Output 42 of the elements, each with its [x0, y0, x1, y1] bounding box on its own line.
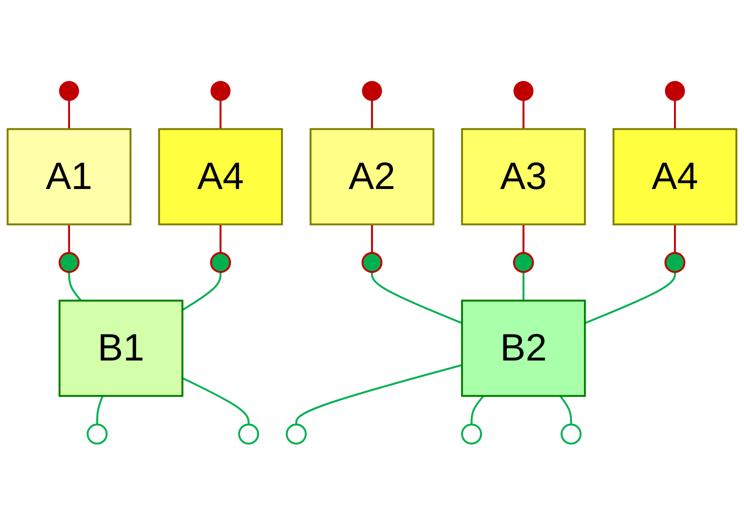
- connector: [182, 377, 250, 424]
- connector: [68, 100, 70, 130]
- node-circle: [210, 252, 232, 273]
- connector: [371, 100, 373, 130]
- connector: [295, 364, 462, 424]
- node-box: [461, 128, 586, 226]
- node-box: [310, 128, 434, 226]
- connector: [470, 395, 484, 424]
- node-box: [461, 300, 586, 397]
- connector: [674, 100, 676, 130]
- node-circle: [362, 80, 382, 101]
- connector: [68, 272, 82, 302]
- node-circle: [210, 80, 231, 101]
- node-box: [158, 128, 283, 226]
- connector: [674, 224, 676, 253]
- node-circle: [86, 424, 108, 445]
- connector: [522, 224, 524, 253]
- connector: [96, 396, 104, 424]
- node-circle: [513, 80, 534, 101]
- connector: [68, 224, 70, 253]
- node-circle: [362, 252, 382, 273]
- node-circle: [238, 424, 260, 445]
- connector: [220, 224, 222, 253]
- connector: [584, 272, 676, 324]
- node-circle: [286, 424, 307, 445]
- node-circle: [664, 80, 685, 101]
- connector: [371, 272, 462, 324]
- node-box: [612, 128, 738, 226]
- node-circle: [59, 80, 80, 101]
- node-circle: [58, 252, 80, 273]
- connector: [522, 272, 524, 301]
- node-box: [58, 300, 184, 397]
- connector: [220, 100, 222, 130]
- node-circle: [664, 252, 686, 273]
- node-circle: [512, 252, 534, 273]
- connector: [371, 224, 373, 253]
- connector: [559, 395, 572, 424]
- connector: [522, 100, 524, 130]
- node-box: [6, 128, 132, 226]
- node-circle: [560, 424, 582, 445]
- node-circle: [461, 424, 482, 445]
- connector: [182, 272, 222, 311]
